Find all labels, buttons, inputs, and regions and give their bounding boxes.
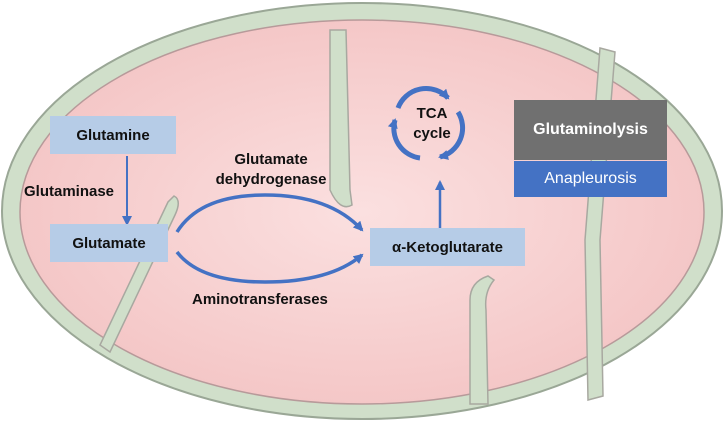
tca-label-line2: cycle	[413, 125, 451, 142]
alpha-ketoglutarate-node: α-Ketoglutarate	[370, 228, 525, 266]
glutamate-node: Glutamate	[50, 224, 168, 262]
gdh-label-line1: Glutamate	[234, 151, 308, 168]
glutamine-node: Glutamine	[50, 116, 176, 154]
glutaminolysis-node: Glutaminolysis	[514, 100, 667, 160]
anapleurosis-node: Anapleurosis	[514, 161, 667, 197]
tca-label-line1: TCA	[416, 105, 448, 122]
gdh-label-line2: dehydrogenase	[215, 171, 327, 188]
glutaminase-label: Glutaminase	[24, 183, 115, 200]
aminotransferases-label: Aminotransferases	[192, 291, 328, 308]
aminotransferase-arrow	[175, 250, 364, 284]
gdh-arrow	[175, 193, 364, 233]
tca-cycle-icon	[387, 86, 466, 161]
